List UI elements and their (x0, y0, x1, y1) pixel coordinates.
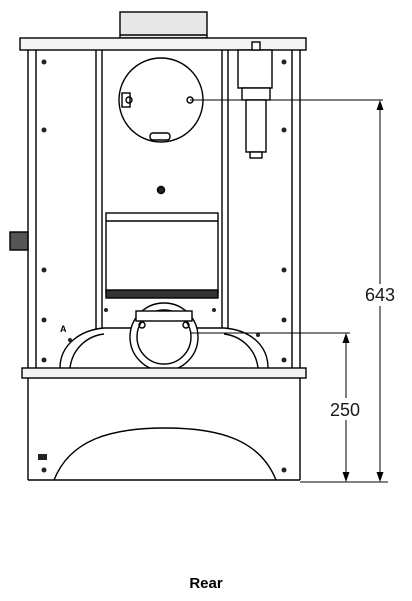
base-plate (21, 367, 307, 379)
top-flue-collar (119, 11, 208, 39)
side-handle (9, 231, 29, 251)
dimension-label-total-height: 643 (365, 285, 395, 305)
central-window (105, 212, 219, 294)
marker-label: A (60, 324, 67, 334)
figure-caption: Rear (189, 575, 223, 592)
base-arch (53, 427, 277, 481)
dimension-label-flue-height: 250 (330, 400, 360, 420)
air-damper-housing (237, 49, 273, 89)
top-plate (19, 37, 307, 51)
